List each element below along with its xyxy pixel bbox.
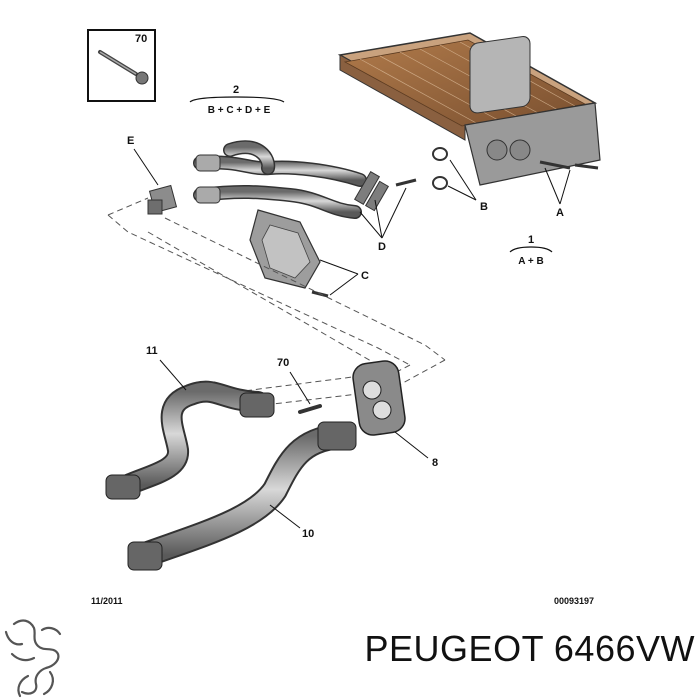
- bolt-icon: [98, 50, 149, 85]
- heater-pipes-assembly: [193, 140, 367, 219]
- brand-caption: PEUGEOT 6466VW: [364, 628, 695, 669]
- bracket-2: [189, 96, 285, 103]
- peugeot-lion-logo-icon: [4, 619, 62, 698]
- cover-plate-c: [249, 209, 329, 298]
- callout-b: B: [480, 201, 488, 213]
- o-ring-seals: [432, 147, 448, 190]
- clip-e: [147, 184, 178, 215]
- callout-1: 1: [528, 234, 534, 246]
- flange-8: [352, 360, 406, 436]
- callout-1-parts: A + B: [518, 256, 543, 267]
- screws-a: [539, 160, 599, 170]
- diagram-date: 11/2011: [91, 596, 123, 606]
- bracket-1: [509, 246, 553, 253]
- callout-e: E: [127, 135, 134, 147]
- callout-8: 8: [432, 457, 438, 469]
- bolt-detail-box: 70: [87, 29, 156, 102]
- callout-2-parts: B + C + D + E: [208, 105, 271, 116]
- hose-10: [127, 421, 357, 571]
- callout-d: D: [378, 241, 386, 253]
- bolt-70-icon: [298, 404, 322, 414]
- hose-11: [105, 380, 275, 500]
- diagram-ref-number: 00093197: [554, 596, 594, 606]
- callout-70: 70: [277, 357, 289, 369]
- callout-10: 10: [302, 528, 314, 540]
- callout-70-box: 70: [135, 33, 147, 45]
- callout-c: C: [361, 270, 369, 282]
- callout-a: A: [556, 207, 564, 219]
- clamps-d: [353, 170, 417, 212]
- heater-core-radiator: [337, 32, 601, 186]
- callout-11: 11: [146, 345, 158, 357]
- callout-2: 2: [233, 84, 239, 96]
